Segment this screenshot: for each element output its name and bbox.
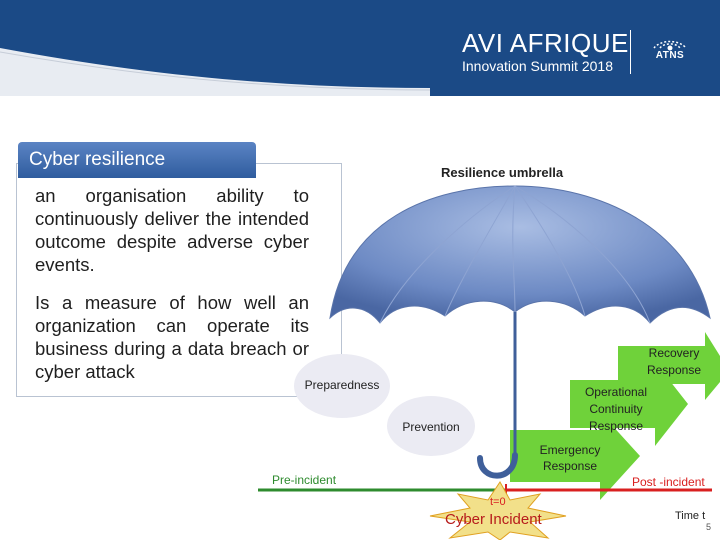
prevention-label: Prevention (402, 420, 460, 434)
emergency-response-label: Emergency Response (539, 443, 601, 473)
logo-text: ATNS (655, 50, 685, 61)
brand-separator (630, 30, 631, 74)
definition-paragraph-1: an organisation ability to continuously … (35, 185, 309, 275)
pre-incident-label: Pre-incident (272, 473, 337, 487)
umbrella-canopy (329, 185, 711, 324)
operational-continuity-label: Operational Continuity Response (584, 385, 648, 433)
umbrella-handle (477, 452, 518, 479)
preparedness-label: Preparedness (304, 378, 380, 392)
brand-title: AVI AFRIQUE (462, 28, 629, 58)
brand-subtitle: Innovation Summit 2018 (462, 58, 613, 74)
definition-box (16, 163, 342, 397)
t0-label: t=0 (490, 496, 506, 508)
header-swoosh (0, 0, 720, 96)
atns-logo: ATNS (640, 28, 700, 76)
diagram-title: Resilience umbrella (441, 165, 564, 180)
cyber-resilience-tab: Cyber resilience (18, 142, 256, 178)
definition-paragraph-2: Is a measure of how well an organization… (35, 292, 309, 382)
time-axis-label: Time t (675, 510, 706, 522)
page-number: 5 (706, 522, 712, 532)
recovery-response-label: Recovery Response (646, 346, 702, 377)
post-incident-label: Post -incident (632, 475, 705, 489)
logo-arcs-icon (653, 40, 687, 51)
cyber-incident-label: Cyber Incident (445, 511, 542, 528)
header-banner (0, 0, 720, 96)
